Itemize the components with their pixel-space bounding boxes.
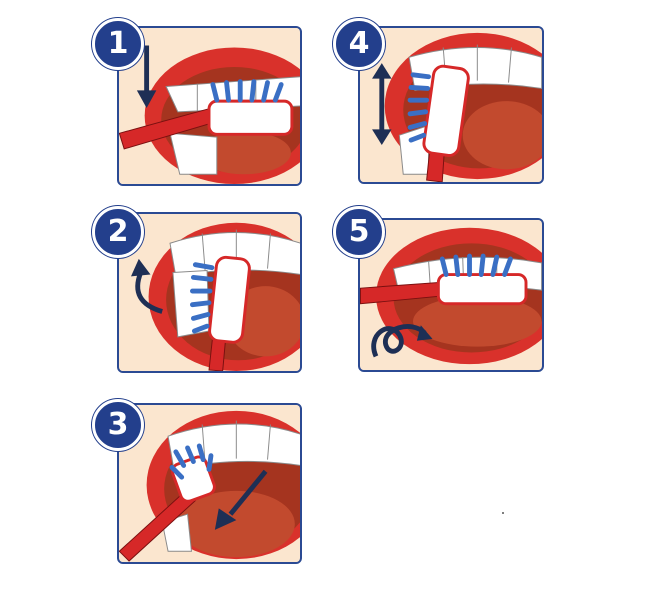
step-4-badge: 4	[333, 18, 385, 70]
bristles	[189, 262, 215, 334]
lower-teeth	[169, 132, 218, 175]
bristles	[407, 72, 432, 143]
upper-teeth	[408, 47, 542, 91]
step-4-illustration	[360, 28, 542, 182]
bristles	[210, 79, 284, 103]
bristles	[169, 443, 214, 480]
step-2-illustration	[119, 214, 300, 371]
up-down-arrow-icon	[372, 63, 392, 145]
step-1-illustration	[119, 28, 300, 184]
step-4-panel	[358, 26, 544, 184]
tongue	[413, 295, 542, 347]
brush-head	[170, 455, 216, 503]
step-1-badge: 1	[92, 18, 144, 70]
step-3-badge: 3	[92, 399, 144, 451]
step-3-illustration	[119, 405, 300, 562]
down-arrow-icon	[136, 45, 157, 108]
step-5-badge: 5	[333, 206, 385, 258]
diagonal-arrow-icon	[214, 469, 268, 530]
bristles	[439, 253, 513, 277]
step-3-panel	[117, 403, 302, 564]
circular-arrow-icon	[371, 324, 433, 358]
brush-head	[436, 273, 528, 306]
tongue	[197, 131, 291, 175]
step-2-badge: 2	[92, 206, 144, 258]
step-5-illustration	[360, 220, 542, 370]
step-1-panel	[117, 26, 302, 186]
brush-head	[208, 255, 251, 344]
curved-arrow-icon	[131, 258, 163, 314]
tongue	[177, 490, 295, 558]
step-2-panel	[117, 212, 302, 373]
tongue	[462, 101, 542, 170]
stray-dot	[502, 512, 504, 514]
brush-head	[422, 64, 470, 157]
brush-head	[207, 99, 294, 136]
step-5-panel	[358, 218, 544, 372]
